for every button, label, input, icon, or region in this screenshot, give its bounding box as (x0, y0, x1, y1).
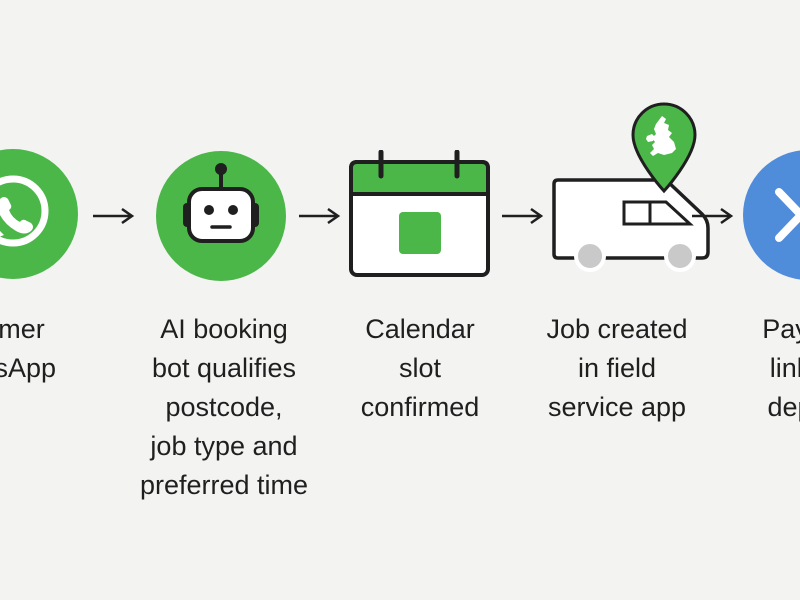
flow-arrow-4 (692, 207, 734, 225)
step-4-label: Job created in field service app (546, 314, 688, 422)
flow-arrow-1 (93, 207, 135, 225)
step-2-label: AI booking bot qualifies postcode, job t… (139, 314, 309, 500)
payment-link-icon (743, 150, 800, 280)
van-with-uk-map-pin-icon (552, 102, 714, 274)
step-5-label: Payr link dep (762, 314, 800, 422)
robot-icon (156, 151, 286, 281)
flow-arrow-2 (299, 207, 341, 225)
calendar-icon (348, 150, 492, 280)
whatsapp-icon (0, 149, 78, 279)
flow-arrow-3 (502, 207, 544, 225)
step-1-label: omer atsApp (0, 314, 57, 383)
step-3-label: Calendar slot confirmed (360, 314, 480, 422)
